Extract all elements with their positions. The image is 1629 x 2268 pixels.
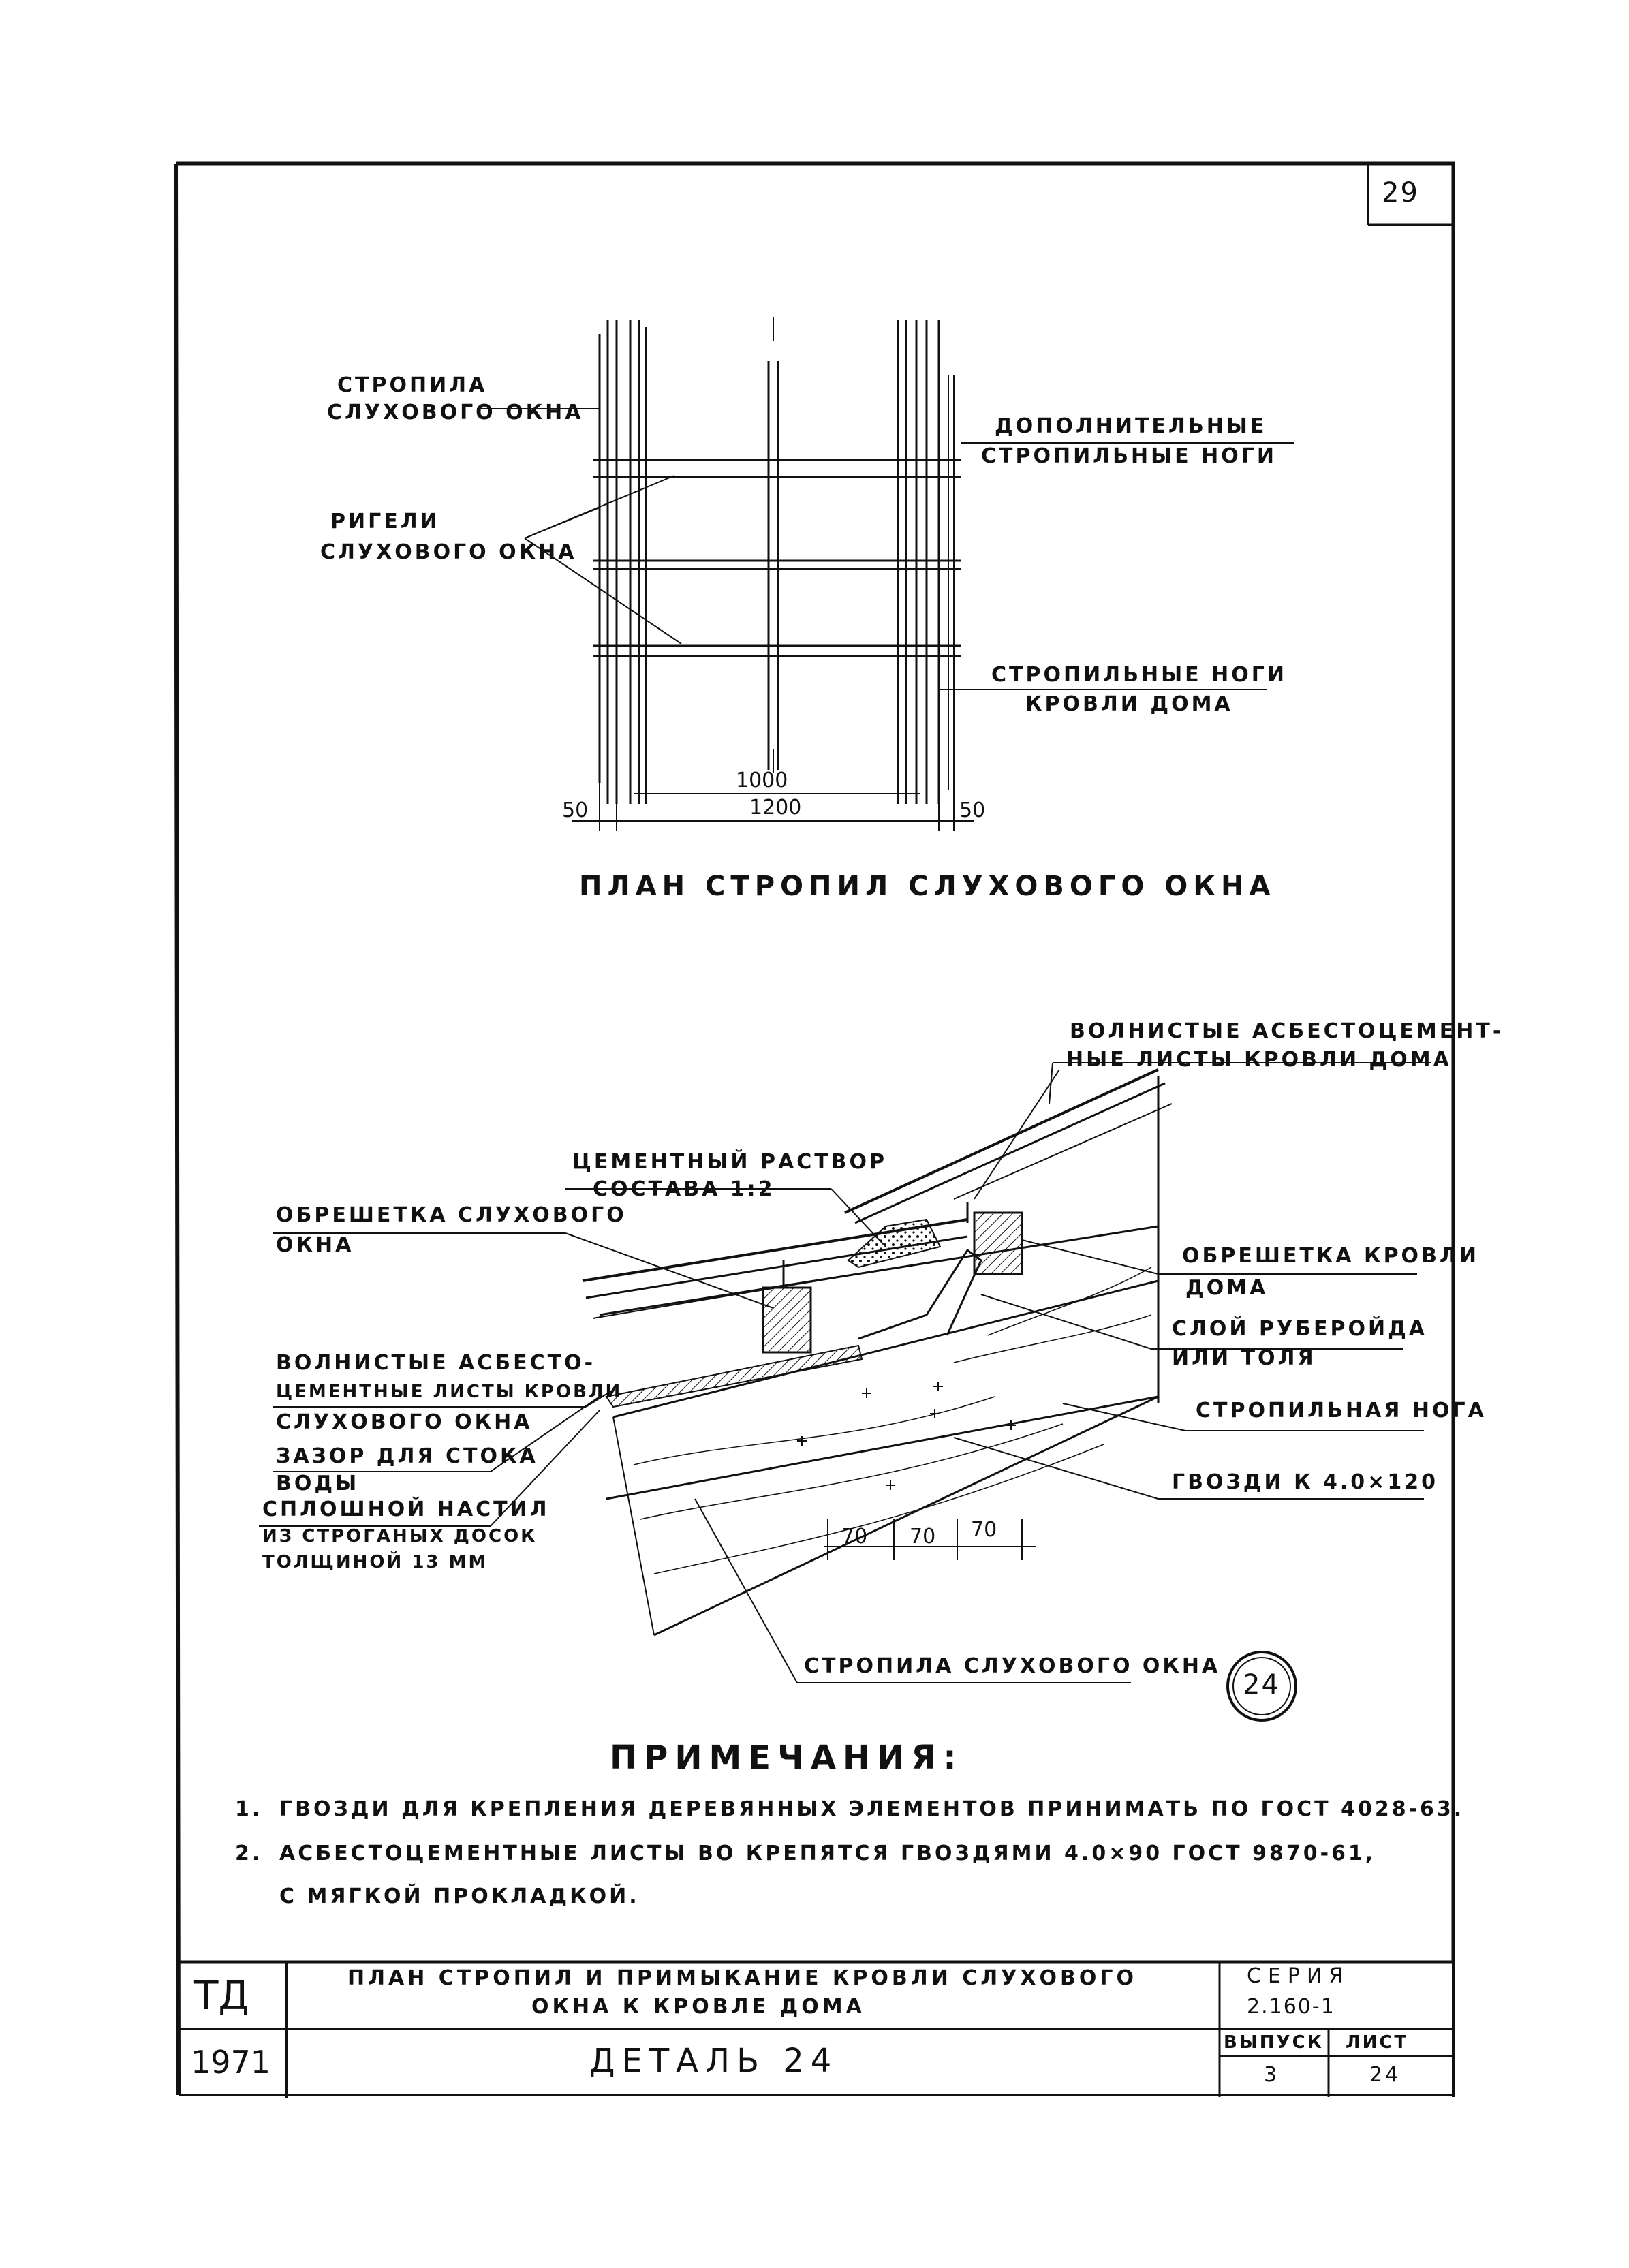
title-block-td: ТД: [194, 1972, 249, 2019]
title-block-title-2: ОКНА К КРОВЛЕ ДОМА: [531, 1995, 865, 2019]
section-label-nails: ГВОЗДИ К 4.0×120: [1172, 1470, 1438, 1494]
section-dim-2: 70: [910, 1525, 936, 1549]
note-1-number: 1.: [235, 1797, 263, 1821]
plan-label-additional-rafters-2: СТРОПИЛЬНЫЕ НОГИ: [981, 444, 1277, 468]
section-label-gap-1: ЗАЗОР ДЛЯ СТОКА: [276, 1444, 538, 1468]
section-label-house-batten-2: ДОМА: [1185, 1276, 1269, 1300]
plan-dim-left: 50: [562, 798, 589, 822]
plan-label-house-rafters-2: КРОВЛИ ДОМА: [1025, 692, 1233, 716]
section-label-gap-2: ВОДЫ: [276, 1472, 360, 1495]
plan-label-dormer-rafters-1: СТРОПИЛА: [337, 373, 488, 397]
section-label-decking-1: СПЛОШНОЙ НАСТИЛ: [262, 1497, 550, 1521]
plan-title: ПЛАН СТРОПИЛ СЛУХОВОГО ОКНА: [579, 871, 1276, 902]
section-label-roofing-felt-1: СЛОЙ РУБЕРОЙДА: [1172, 1317, 1427, 1341]
sheet-frame: [174, 161, 1455, 2096]
section-label-roofing-felt-2: ИЛИ ТОЛЯ: [1172, 1346, 1316, 1370]
section-label-wavy-dormer-1: ВОЛНИСТЫЕ АСБЕСТО-: [276, 1351, 596, 1375]
section-label-decking-3: ТОЛЩИНОЙ 13 ММ: [262, 1552, 488, 1572]
section-label-wavy-house-1: ВОЛНИСТЫЕ АСБЕСТОЦЕМЕНТ-: [1070, 1019, 1504, 1043]
plan-view: [477, 317, 1294, 831]
section-label-rafter-leg: СТРОПИЛЬНАЯ НОГА: [1196, 1399, 1487, 1423]
section-label-dormer-batten-1: ОБРЕШЕТКА СЛУХОВОГО: [276, 1203, 627, 1227]
section-dim-1: 70: [841, 1525, 868, 1549]
section-label-mortar-2: СОСТАВА 1:2: [593, 1177, 775, 1201]
sheet-number: 29: [1382, 177, 1419, 208]
section-dim-3: 70: [971, 1518, 997, 1542]
note-2-number: 2.: [235, 1842, 263, 1865]
section-label-dormer-rafter: СТРОПИЛА СЛУХОВОГО ОКНА: [804, 1654, 1221, 1678]
title-block-issue-label: ВЫПУСК: [1224, 2032, 1324, 2053]
section-view: [259, 1062, 1431, 1722]
note-2-text: АСБЕСТОЦЕМЕНТНЫЕ ЛИСТЫ ВО КРЕПЯТСЯ ГВОЗД…: [279, 1842, 1376, 1865]
title-block-title-1: ПЛАН СТРОПИЛ И ПРИМЫКАНИЕ КРОВЛИ СЛУХОВО…: [347, 1966, 1137, 1990]
plan-label-dormer-rafters-2: СЛУХОВОГО ОКНА: [327, 401, 584, 424]
title-block-detail: ДЕТАЛЬ 24: [589, 2042, 839, 2080]
section-label-wavy-dormer-3: СЛУХОВОГО ОКНА: [276, 1410, 533, 1434]
plan-label-crossbars-2: СЛУХОВОГО ОКНА: [320, 540, 577, 564]
title-block-series-value: 2.160-1: [1247, 1995, 1335, 2019]
title-block-sheet-label: ЛИСТ: [1346, 2032, 1409, 2053]
section-label-wavy-dormer-2: ЦЕМЕНТНЫЕ ЛИСТЫ КРОВЛИ: [276, 1382, 623, 1402]
section-label-decking-2: ИЗ СТРОГАНЫХ ДОСОК: [262, 1526, 538, 1547]
title-block-issue-value: 3: [1264, 2063, 1280, 2087]
plan-label-house-rafters-1: СТРОПИЛЬНЫЕ НОГИ: [991, 663, 1287, 687]
note-2-continued: С МЯГКОЙ ПРОКЛАДКОЙ.: [279, 1884, 640, 1908]
plan-dim-outer: 1200: [749, 796, 802, 820]
note-1-text: ГВОЗДИ ДЛЯ КРЕПЛЕНИЯ ДЕРЕВЯННЫХ ЭЛЕМЕНТО…: [279, 1797, 1465, 1821]
section-label-mortar-1: ЦЕМЕНТНЫЙ РАСТВОР: [572, 1150, 888, 1174]
title-block-series-label: СЕРИЯ: [1247, 1964, 1350, 1988]
plan-label-additional-rafters-1: ДОПОЛНИТЕЛЬНЫЕ: [995, 414, 1267, 438]
plan-label-crossbars-1: РИГЕЛИ: [330, 510, 440, 533]
section-label-wavy-house-2: НЫЕ ЛИСТЫ КРОВЛИ ДОМА: [1066, 1048, 1452, 1072]
section-label-dormer-batten-2: ОКНА: [276, 1233, 354, 1257]
detail-marker: 24: [1243, 1669, 1280, 1700]
plan-dim-right: 50: [959, 798, 986, 822]
section-label-house-batten-1: ОБРЕШЕТКА КРОВЛИ: [1182, 1244, 1479, 1268]
plan-dim-inner: 1000: [736, 768, 788, 792]
title-block-sheet-value: 24: [1369, 2063, 1401, 2087]
title-block-frame: [179, 1960, 1455, 2098]
title-block-year: 1971: [191, 2044, 271, 2081]
notes-heading: ПРИМЕЧАНИЯ:: [610, 1739, 963, 1777]
